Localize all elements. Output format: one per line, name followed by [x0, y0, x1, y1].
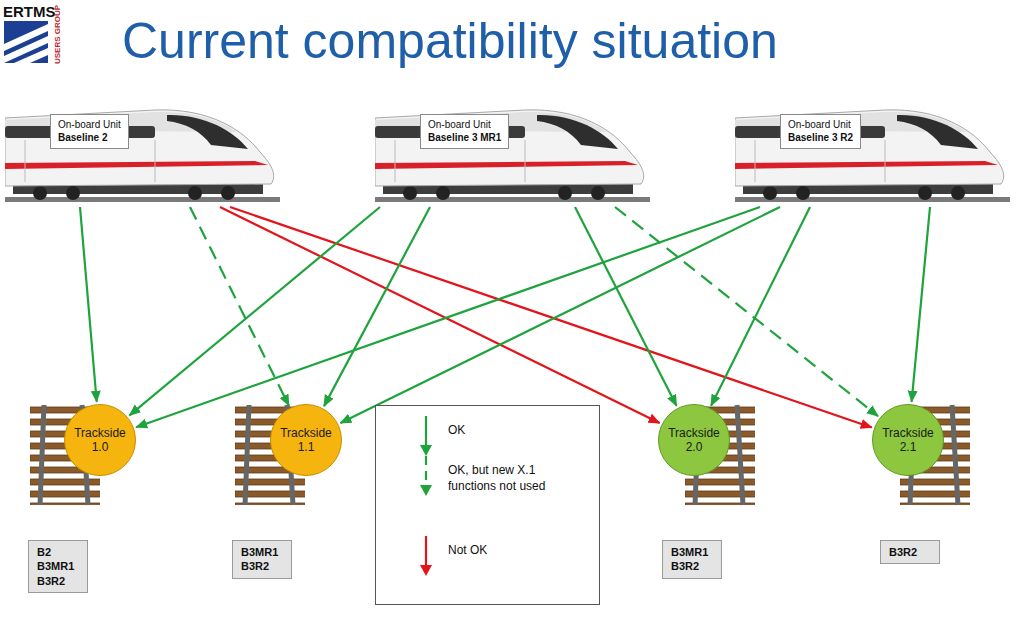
logo-subtext: USERS GROUP: [53, 5, 62, 64]
onboard-unit: On-board UnitBaseline 3 R2: [735, 100, 1010, 205]
legend-sample: [416, 534, 436, 578]
drawing-part: [167, 115, 248, 149]
drawing-part: [25, 140, 26, 182]
drawing-part: [14, 48, 48, 63]
drawing-part: [918, 186, 932, 200]
trackside-circle: Trackside 2.1: [872, 404, 945, 477]
drawing-part: [737, 405, 743, 505]
drawing-part: [4, 36, 48, 63]
train-illustration: [375, 100, 650, 205]
compatible-arrow: [575, 207, 677, 406]
drawing-part: [735, 197, 1010, 202]
drawing-part: [33, 186, 47, 200]
unit-heading: On-board Unit: [428, 119, 501, 132]
compatibility-box: B3R2: [880, 540, 940, 564]
trackside-circle: Trackside 2.0: [658, 404, 731, 477]
compatibility-box: B3MR1 B3R2: [232, 540, 292, 579]
drawing-part: [395, 140, 396, 182]
legend-box: OK OK, but new X.1 functions not usedNot …: [375, 405, 600, 605]
drawing-part: [952, 405, 958, 505]
trackside-label: Trackside 2.1: [879, 426, 937, 455]
drawing-part: [558, 186, 572, 200]
legend-text: OK, but new X.1 functions not used: [448, 462, 573, 494]
drawing-part: [885, 140, 886, 182]
drawing-part: [897, 115, 978, 149]
drawing-part: [420, 485, 432, 496]
drawing-part: [425, 416, 427, 446]
drawing-part: [420, 445, 432, 456]
compatible-arrow: [129, 207, 380, 415]
drawing-part: [591, 186, 605, 200]
drawing-part: [420, 565, 432, 576]
drawing-part: [245, 405, 249, 505]
drawing-part: [188, 186, 202, 200]
baseline-name: Baseline 3 R2: [788, 132, 853, 145]
baseline-name: Baseline 2: [58, 132, 121, 145]
drawing-part: [763, 186, 777, 200]
baseline-list: B2 B3MR1 B3R2: [37, 545, 79, 588]
logo-text: ERTMS: [3, 3, 56, 20]
compatible-arrow: [340, 207, 780, 423]
logo-mark: [4, 21, 48, 63]
drawing-part: [796, 186, 810, 200]
drawing-part: [40, 405, 44, 505]
page-title: Current compatibility situation: [122, 12, 778, 70]
compatibility-box: B2 B3MR1 B3R2: [28, 540, 88, 593]
drawing-part: [425, 536, 427, 566]
legend-text: Not OK: [448, 542, 573, 558]
drawing-part: [375, 110, 644, 186]
onboard-label-box: On-board UnitBaseline 3 R2: [780, 114, 861, 149]
unit-heading: On-board Unit: [788, 119, 853, 132]
baseline-list: B3MR1 B3R2: [671, 545, 713, 574]
trackside-circle: Trackside 1.0: [64, 404, 137, 477]
trackside-label: Trackside 1.1: [277, 426, 335, 455]
drawing-part: [155, 140, 156, 182]
drawing-part: [735, 110, 1004, 186]
legend-sample: [416, 454, 436, 498]
train-illustration: [735, 100, 1010, 205]
drawing-part: [951, 186, 965, 200]
drawing-part: [5, 161, 268, 169]
baseline-name: Baseline 3 MR1: [428, 132, 501, 145]
drawing-part: [403, 186, 417, 200]
train-illustration: [5, 100, 280, 205]
drawing-part: [525, 140, 526, 182]
partial-arrow: [615, 207, 878, 416]
drawing-part: [221, 186, 235, 200]
compatible-arrow: [912, 207, 930, 402]
compatible-arrow: [80, 207, 97, 402]
compatible-arrow: [136, 207, 760, 427]
drawing-part: [5, 197, 280, 202]
compatibility-box: B3MR1 B3R2: [662, 540, 722, 579]
partial-arrow: [190, 207, 289, 406]
trackside-circle: Trackside 1.1: [270, 404, 343, 477]
trackside-label: Trackside 2.0: [665, 426, 723, 455]
baseline-list: B3R2: [889, 545, 931, 559]
onboard-unit: On-board UnitBaseline 3 MR1: [375, 100, 650, 205]
drawing-part: [4, 21, 48, 63]
incompatible-arrow: [230, 207, 872, 428]
drawing-part: [375, 197, 650, 202]
compatible-arrow: [711, 207, 810, 406]
onboard-unit: On-board UnitBaseline 2: [5, 100, 280, 205]
incompatible-arrow: [220, 207, 660, 423]
compatible-arrow: [324, 207, 430, 406]
unit-heading: On-board Unit: [58, 119, 121, 132]
onboard-label-box: On-board UnitBaseline 2: [50, 114, 129, 149]
legend-text: OK: [448, 422, 573, 438]
drawing-part: [5, 110, 274, 186]
drawing-part: [425, 456, 427, 486]
drawing-part: [66, 186, 80, 200]
drawing-part: [735, 161, 998, 169]
drawing-part: [436, 186, 450, 200]
baseline-list: B3MR1 B3R2: [241, 545, 283, 574]
drawing-part: [375, 161, 638, 169]
drawing-part: [755, 140, 756, 182]
onboard-label-box: On-board UnitBaseline 3 MR1: [420, 114, 509, 149]
trackside-label: Trackside 1.0: [71, 426, 129, 455]
legend-sample: [416, 414, 436, 458]
drawing-part: [537, 115, 618, 149]
